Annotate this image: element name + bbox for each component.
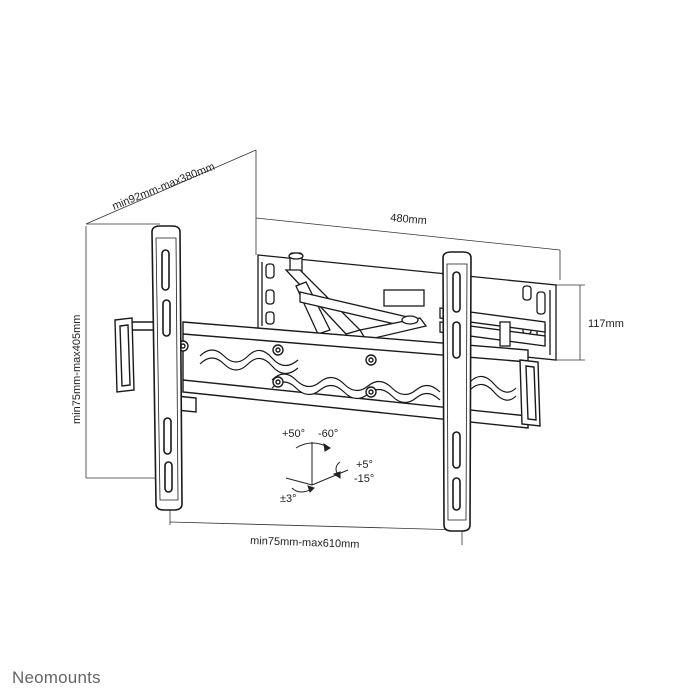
swivel-negative-label: -60° (318, 428, 338, 440)
wall-plate-width-label: 480mm (390, 212, 428, 227)
wall-plate-height-line (553, 284, 585, 361)
swivel-positive-label: +50° (282, 428, 305, 440)
rotation-label: ±3° (280, 493, 297, 505)
depth-dimension-line (85, 149, 257, 255)
vesa-height-line (85, 226, 160, 479)
left-tv-bracket (151, 225, 183, 511)
tilt-negative-label: -15° (354, 473, 374, 485)
brand-logo: Neomounts (12, 668, 101, 687)
right-tv-bracket (442, 251, 472, 532)
depth-label: min92mm-max380mm (111, 161, 217, 213)
rotation-axis-icon (285, 442, 349, 493)
wall-plate-height-label: 117mm (588, 318, 624, 330)
vesa-height-label: min75mm-max405mm (71, 315, 83, 424)
wall-plate-width-line (255, 217, 561, 280)
tilt-positive-label: +5° (356, 459, 373, 471)
vesa-width-label: min75mm-max610mm (250, 535, 360, 551)
tv-rail (177, 321, 541, 429)
